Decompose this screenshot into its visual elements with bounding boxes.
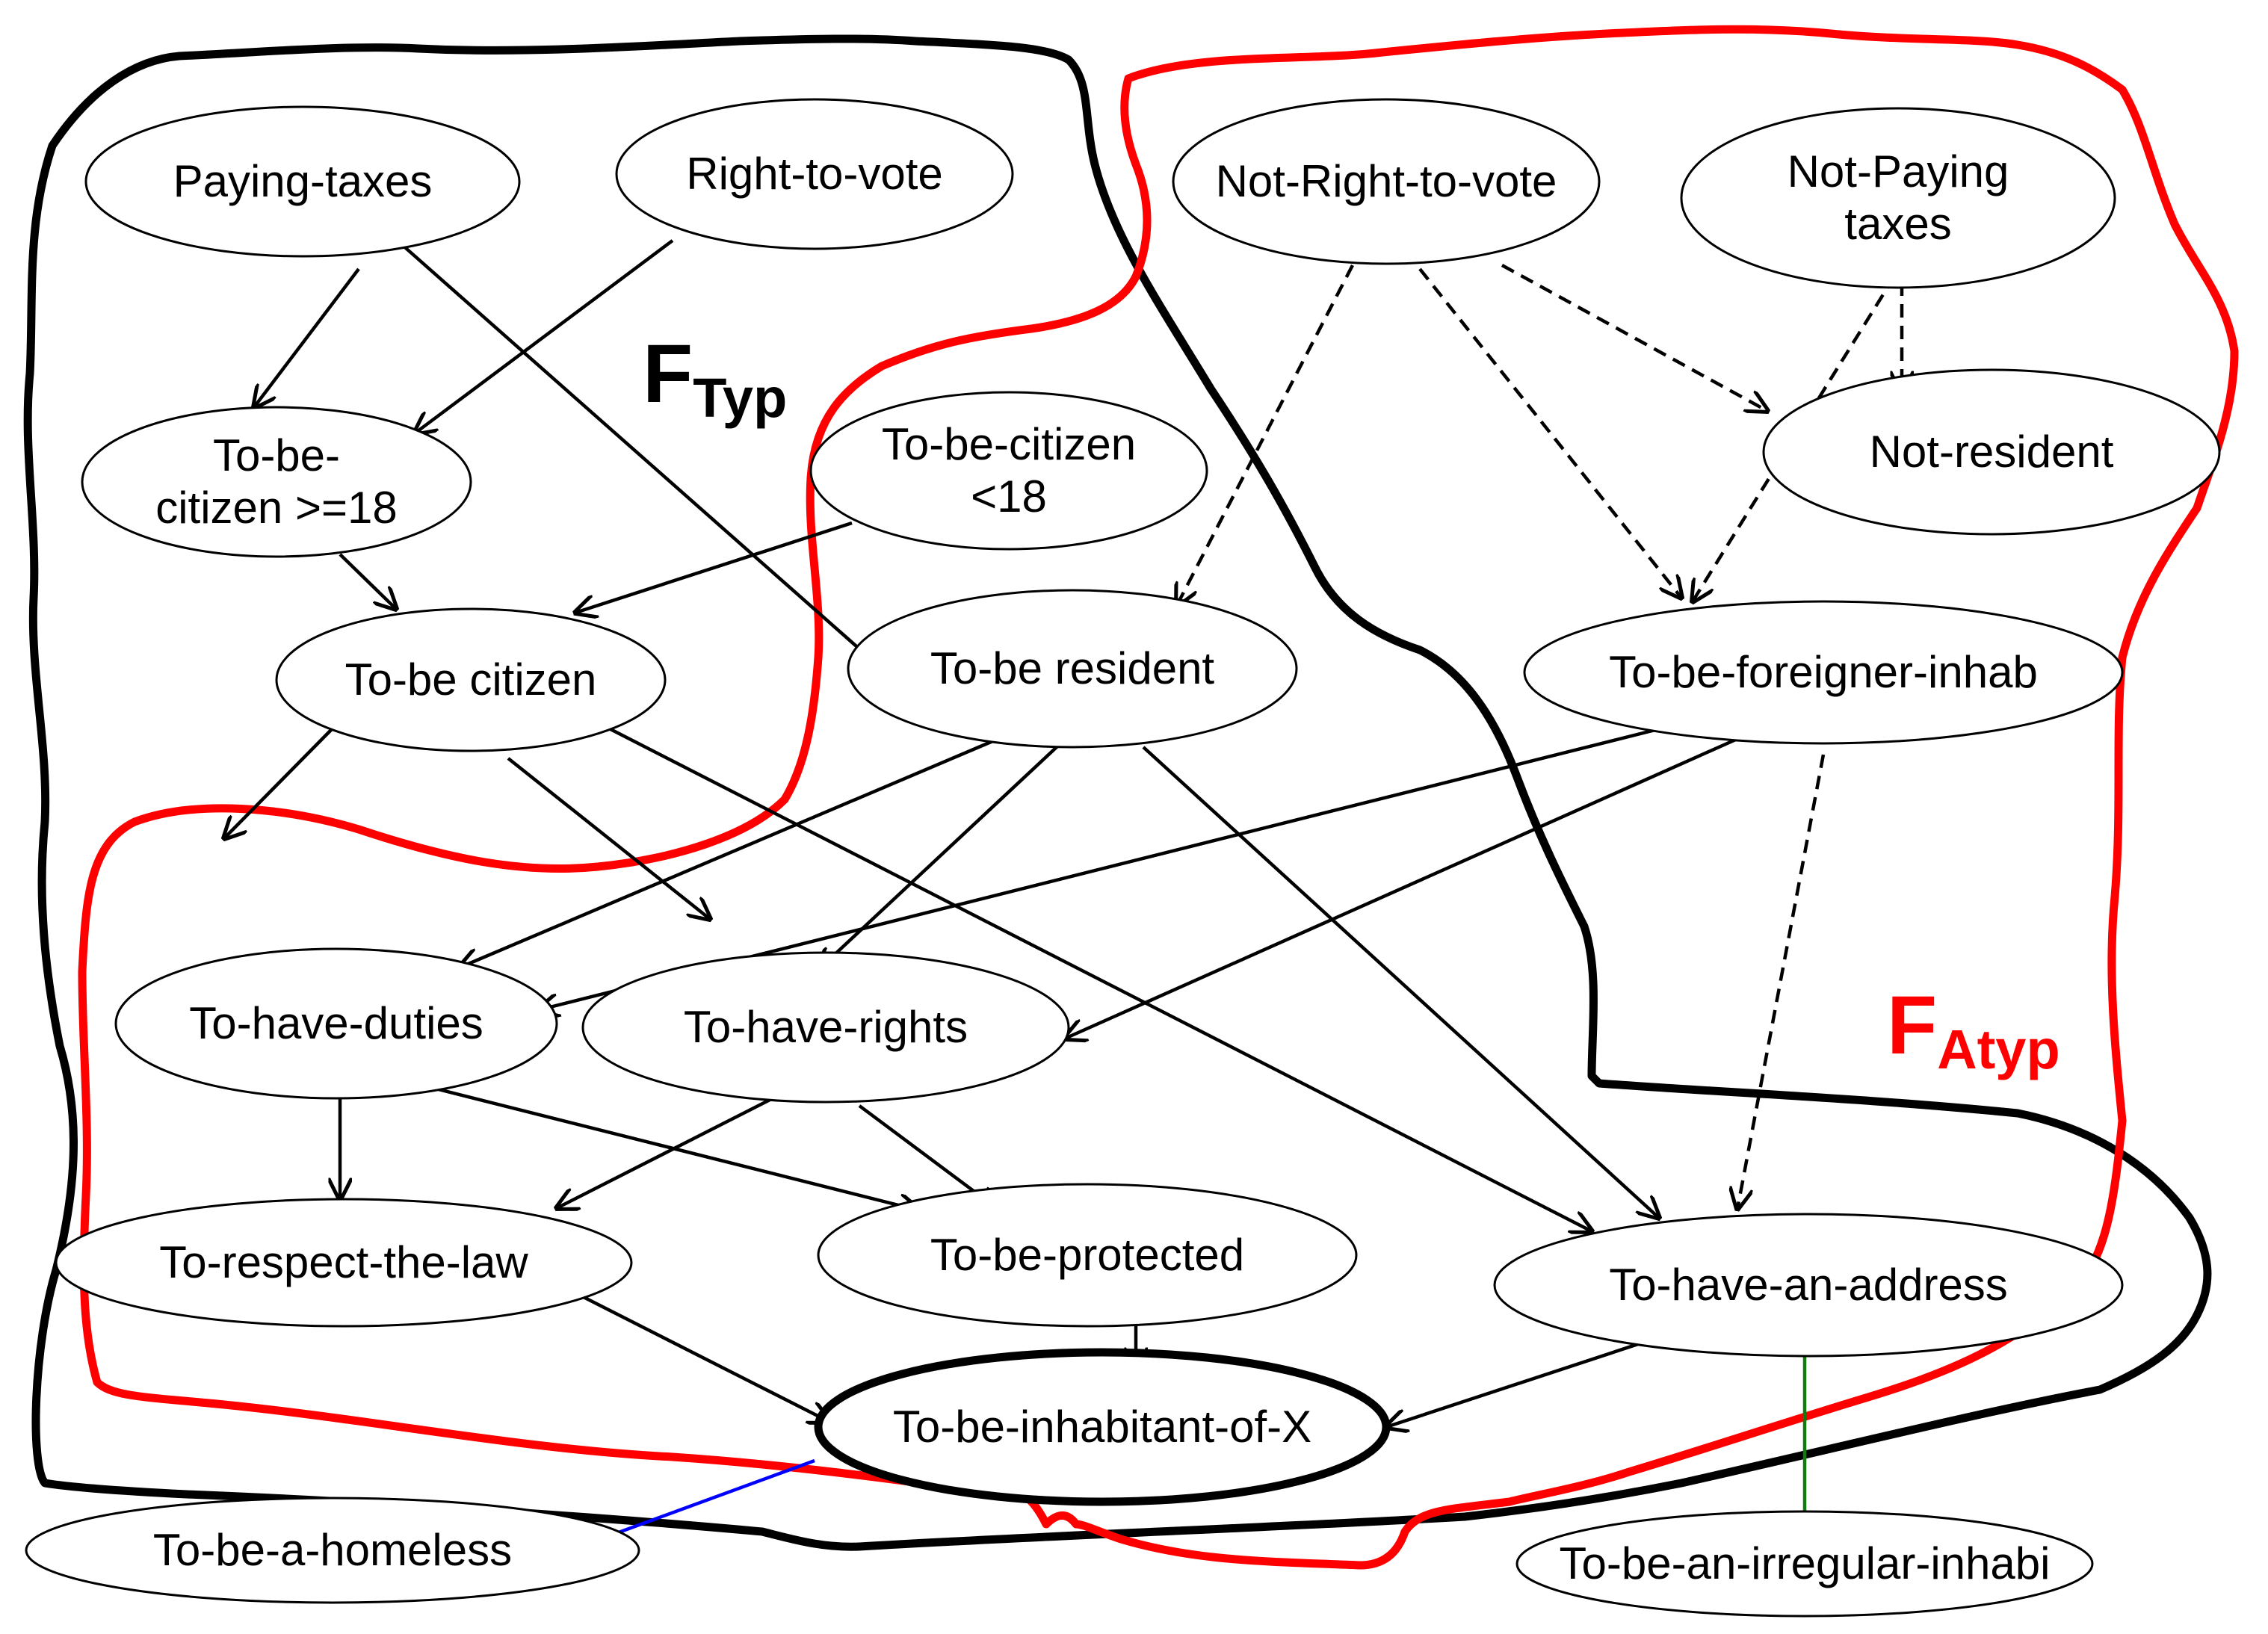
node-inhabitant-x: To-be-inhabitant-of-X xyxy=(814,1348,1391,1506)
edge-not-right-to-vote-to-resident xyxy=(1177,264,1354,605)
node-resident: To-be resident xyxy=(847,589,1298,749)
node-not-resident: Not-resident xyxy=(1762,368,2221,536)
node-label: Right-to-vote xyxy=(686,149,942,199)
node-label: To-have-an-address xyxy=(1609,1260,2008,1310)
edge-have-duties-to-protected xyxy=(414,1081,919,1210)
node-homeless: To-be-a-homeless xyxy=(25,1497,640,1604)
edge-paying-taxes-to-resident xyxy=(398,241,882,669)
node-ellipse xyxy=(615,98,1014,250)
node-label: To-be- xyxy=(213,430,340,480)
atypical-region-boundary xyxy=(78,25,2239,1570)
node-have-duties: To-have-duties xyxy=(114,947,558,1100)
node-ellipse xyxy=(1523,600,2124,745)
node-have-address: To-have-an-address xyxy=(1493,1213,2124,1358)
node-label: To-be-a-homeless xyxy=(153,1525,512,1575)
edge-resident-to-have-address xyxy=(1142,746,1659,1218)
node-ellipse xyxy=(1680,107,2116,289)
node-not-right-to-vote: Not-Right-to-vote xyxy=(1172,98,1601,265)
atypical-region-label: FAtyp xyxy=(1887,980,2060,1080)
node-ellipse xyxy=(114,947,558,1100)
node-ellipse xyxy=(25,1497,640,1604)
edge-right-to-vote-to-citizen-over-18 xyxy=(415,239,674,433)
edge-not-right-to-vote-to-foreigner-inhab xyxy=(1418,267,1681,598)
node-label: <18 xyxy=(971,471,1047,522)
node-label: To-be citizen xyxy=(345,654,597,705)
node-label: Not-Paying xyxy=(1787,146,2009,196)
edge-citizen-under-18-to-citizen xyxy=(575,521,853,613)
node-ellipse xyxy=(84,105,521,258)
node-right-to-vote: Right-to-vote xyxy=(615,98,1014,250)
node-label: Paying-taxes xyxy=(173,156,433,206)
edge-not-right-to-vote-to-not-resident xyxy=(1501,264,1767,411)
node-paying-taxes: Paying-taxes xyxy=(84,105,521,258)
node-have-rights: To-have-rights xyxy=(581,951,1070,1104)
node-label: To-be-protected xyxy=(930,1230,1244,1280)
node-irregular-inhab: To-be-an-irregular-inhabi xyxy=(1515,1510,2094,1618)
node-label: To-be-inhabitant-of-X xyxy=(893,1402,1311,1452)
node-ellipse xyxy=(275,607,667,752)
edge-resident-to-have-duties xyxy=(460,734,1006,968)
node-ellipse xyxy=(1762,368,2221,536)
edge-foreigner-inhab-to-have-address xyxy=(1737,754,1826,1209)
node-ellipse xyxy=(81,406,472,558)
node-label: To-be-an-irregular-inhabi xyxy=(1560,1538,2051,1588)
node-label: To-be-foreigner-inhab xyxy=(1609,647,2038,697)
node-ellipse xyxy=(55,1198,633,1328)
node-label: To-be-citizen xyxy=(882,419,1136,469)
edge-citizen-over-18-to-citizen xyxy=(339,553,396,609)
node-ellipse xyxy=(817,1183,1358,1328)
edge-citizen-to-have-address xyxy=(608,726,1592,1231)
edge-citizen-stub-1 xyxy=(224,727,334,838)
edge-paying-taxes-to-citizen-over-18 xyxy=(254,267,360,407)
node-ellipse xyxy=(847,589,1298,749)
typical-region-boundary xyxy=(23,34,2212,1551)
node-citizen: To-be citizen xyxy=(275,607,667,752)
node-ellipse xyxy=(814,1348,1391,1506)
edge-citizen-to-have-rights xyxy=(507,757,710,919)
node-label: To-be resident xyxy=(930,643,1215,693)
node-ellipse xyxy=(581,951,1070,1104)
node-label: To-respect-the-law xyxy=(159,1237,528,1287)
node-ellipse xyxy=(1493,1213,2124,1358)
node-label: taxes xyxy=(1844,199,1951,249)
node-label: Not-Right-to-vote xyxy=(1216,156,1557,206)
node-ellipse xyxy=(1515,1510,2094,1618)
typical-region-label: FTyp xyxy=(643,328,787,429)
node-layer: Paying-taxes Right-to-vote Not-Right-to-vo… xyxy=(25,98,2221,1618)
node-respect-law: To-respect-the-law xyxy=(55,1198,633,1328)
node-citizen-under-18: To-be-citizen<18 xyxy=(809,391,1208,551)
node-ellipse xyxy=(1172,98,1601,265)
node-label: To-have-rights xyxy=(684,1002,968,1052)
node-foreigner-inhab: To-be-foreigner-inhab xyxy=(1523,600,2124,745)
node-label: To-have-duties xyxy=(189,998,483,1048)
stub-layer xyxy=(224,727,334,838)
edge-foreigner-inhab-to-have-rights xyxy=(1065,730,1753,1039)
node-label: citizen >=18 xyxy=(155,483,398,533)
node-protected: To-be-protected xyxy=(817,1183,1358,1328)
edge-have-rights-to-respect-law xyxy=(557,1090,786,1208)
node-citizen-over-18: To-be-citizen >=18 xyxy=(81,406,472,558)
node-label: Not-resident xyxy=(1870,427,2114,477)
node-ellipse xyxy=(809,391,1208,551)
